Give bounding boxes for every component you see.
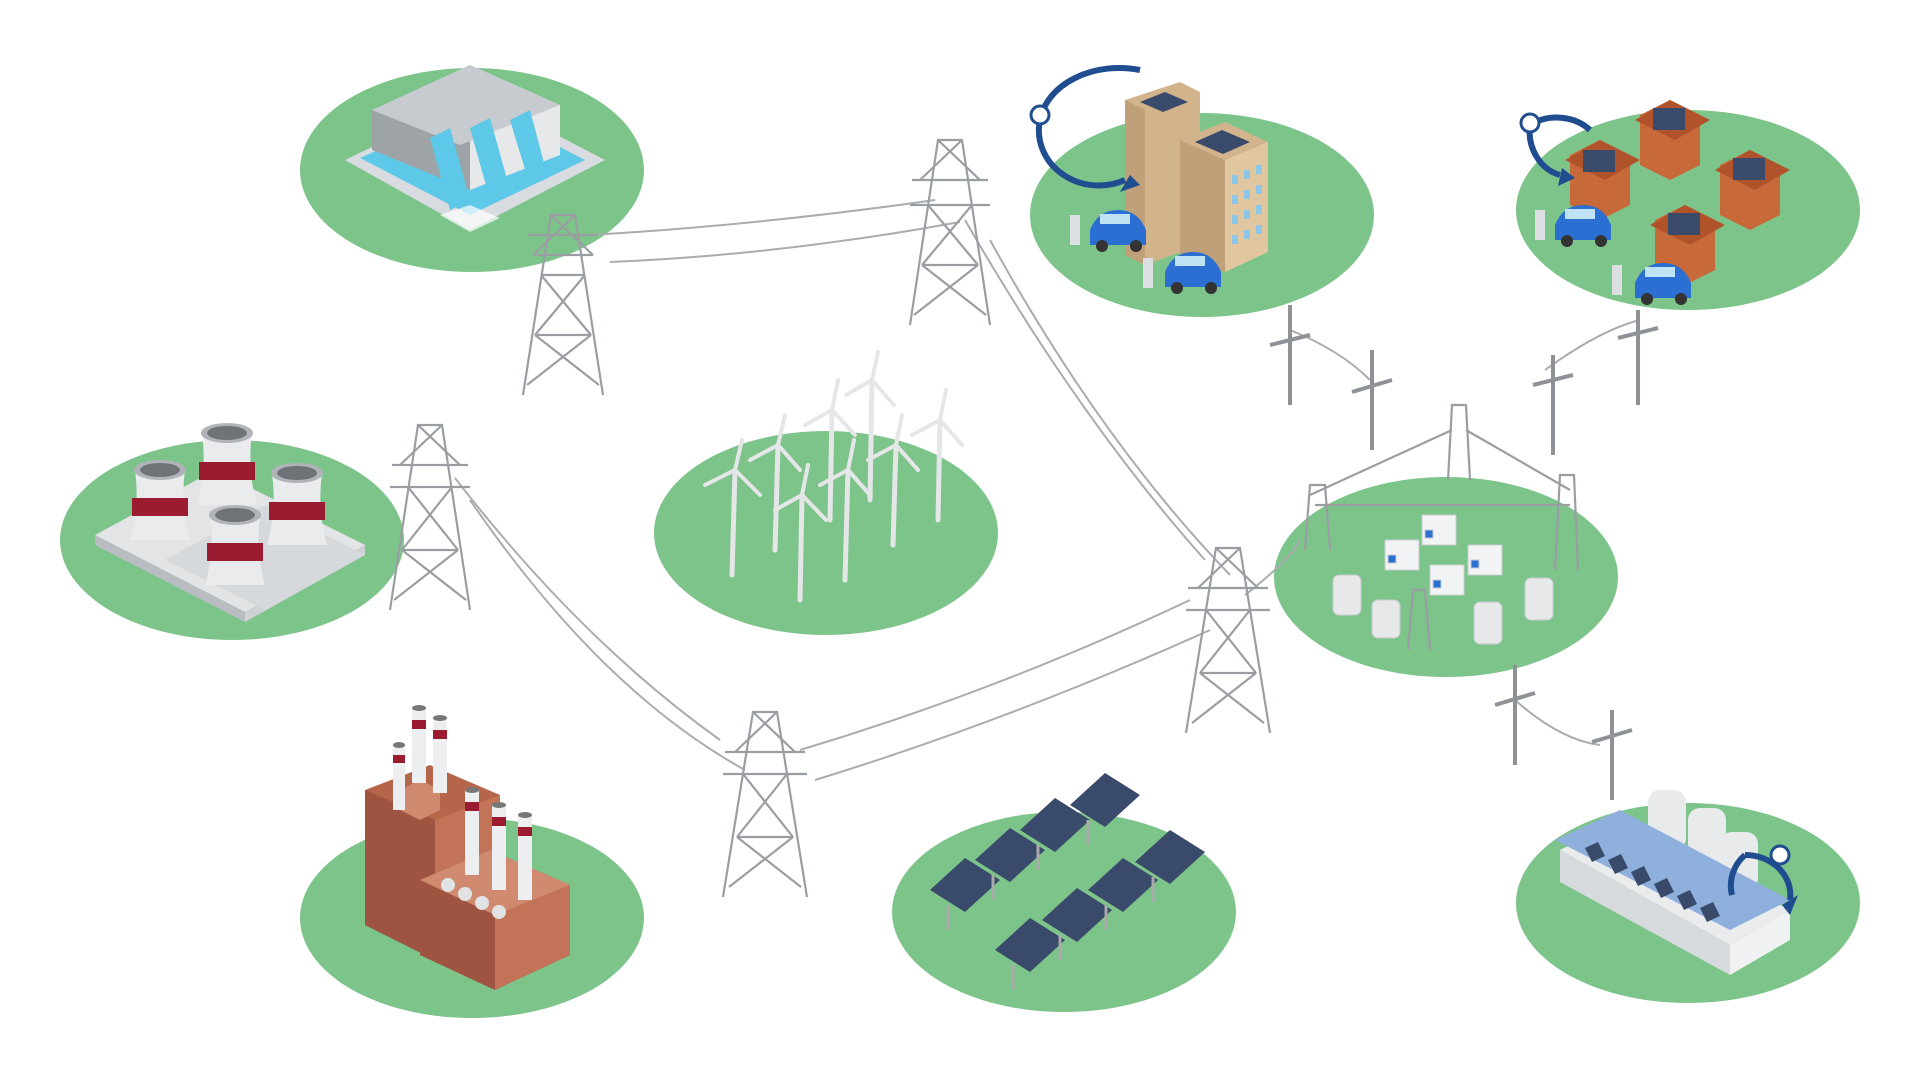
factory-icon	[1555, 790, 1798, 975]
tower-4	[721, 710, 809, 898]
wind-turbine	[703, 438, 762, 578]
electric-car	[1090, 210, 1146, 252]
tower-1	[521, 213, 605, 396]
solar-panel	[1070, 773, 1140, 845]
lightning-icon	[1029, 104, 1051, 126]
lightning-icon	[1519, 112, 1541, 134]
wind-turbine	[844, 350, 896, 503]
solar-panel	[930, 858, 1000, 930]
electric-car	[1555, 205, 1611, 247]
wind-turbine	[818, 438, 872, 583]
solar-panel	[1042, 888, 1112, 960]
solar-panel	[975, 828, 1045, 900]
pole-5	[1494, 665, 1536, 765]
house	[1565, 140, 1640, 220]
solar-panel	[1135, 830, 1205, 902]
tower-2	[908, 138, 992, 326]
pole-1	[1269, 305, 1311, 405]
substation-icon	[1303, 403, 1580, 651]
tower-3	[388, 423, 472, 611]
office-buildings-ev-icon	[1029, 64, 1268, 294]
charger	[1070, 215, 1080, 245]
cooling-tower-d	[205, 505, 265, 585]
transformer	[1384, 514, 1503, 596]
utility-poles	[1269, 305, 1659, 800]
wind-turbine	[910, 388, 964, 523]
solar-panel	[1020, 798, 1090, 870]
electric-car	[1635, 263, 1691, 305]
pole-3	[1532, 355, 1574, 455]
lightning-icon	[1769, 844, 1791, 866]
charger	[1535, 210, 1545, 240]
tower-5	[1184, 546, 1272, 734]
pole-2	[1351, 350, 1393, 450]
hydro-dam-icon	[345, 65, 605, 232]
charger	[1143, 258, 1153, 288]
wind-turbine	[803, 378, 857, 523]
nuclear-cooling-towers-icon	[95, 423, 365, 622]
electric-car	[1165, 252, 1221, 294]
house	[1715, 150, 1790, 230]
solar-panel	[995, 918, 1065, 990]
coal-power-plant-icon	[365, 705, 570, 990]
cooling-tower-b	[197, 423, 257, 505]
houses-ev-icon	[1519, 100, 1790, 305]
charger	[1612, 265, 1622, 295]
house	[1635, 100, 1710, 180]
cooling-tower-c	[267, 463, 327, 545]
wind-turbine	[866, 413, 920, 548]
cooling-tower-a	[130, 460, 190, 540]
wind-farm-icon	[703, 350, 964, 603]
wind-ground	[654, 431, 998, 635]
wind-turbine	[748, 413, 802, 553]
energy-cycle-arrow	[1744, 851, 1794, 901]
wind-turbine	[773, 463, 828, 603]
storage-tanks	[1332, 574, 1554, 645]
transmission-lines	[454, 199, 1641, 781]
pole-6	[1591, 710, 1633, 800]
pole-4	[1617, 310, 1659, 405]
solar-panel	[1088, 858, 1158, 930]
solar-farm-icon	[930, 773, 1205, 990]
